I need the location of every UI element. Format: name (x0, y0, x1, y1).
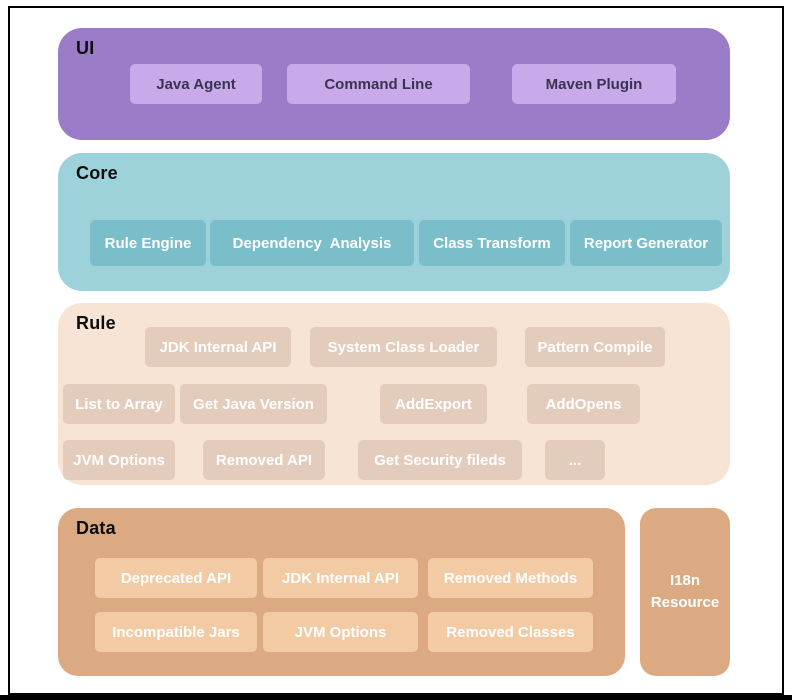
rule-item-addexport: AddExport (380, 384, 487, 424)
data-item-jvm-options: JVM Options (263, 612, 418, 652)
i18n-resource-line1: I18n (669, 572, 700, 590)
bottom-edge-line (0, 695, 792, 700)
rule-item-get-security-fileds: Get Security fileds (358, 440, 522, 480)
core-layer: Core Rule Engine Dependency Analysis Cla… (58, 153, 730, 291)
rule-item-list-to-array: List to Array (63, 384, 175, 424)
ui-item-maven-plugin: Maven Plugin (512, 64, 676, 104)
rule-item-addopens: AddOpens (527, 384, 640, 424)
data-item-deprecated-api: Deprecated API (95, 558, 257, 598)
rule-layer: Rule JDK Internal API System Class Loade… (58, 303, 730, 485)
ui-layer-title: UI (76, 38, 95, 58)
data-item-jdk-internal-api: JDK Internal API (263, 558, 418, 598)
core-item-report-generator: Report Generator (570, 220, 722, 266)
rule-item-removed-api: Removed API (203, 440, 325, 480)
data-item-removed-methods: Removed Methods (428, 558, 593, 598)
rule-item-jvm-options: JVM Options (63, 440, 175, 480)
data-item-incompatible-jars: Incompatible Jars (95, 612, 257, 652)
rule-item-ellipsis: ... (545, 440, 605, 480)
core-item-rule-engine: Rule Engine (90, 220, 206, 266)
ui-item-java-agent: Java Agent (130, 64, 262, 104)
i18n-resource-box: I18n Resource (640, 508, 730, 676)
core-layer-title: Core (76, 163, 118, 183)
data-item-removed-classes: Removed Classes (428, 612, 593, 652)
rule-item-pattern-compile: Pattern Compile (525, 327, 665, 367)
ui-layer: UI Java Agent Command Line Maven Plugin (58, 28, 730, 140)
outer-frame (8, 6, 784, 695)
core-item-dependency-analysis: Dependency Analysis (210, 220, 414, 266)
rule-item-system-class-loader: System Class Loader (310, 327, 497, 367)
core-item-class-transform: Class Transform (419, 220, 565, 266)
ui-item-command-line: Command Line (287, 64, 470, 104)
data-layer: Data Deprecated API JDK Internal API Rem… (58, 508, 625, 676)
rule-layer-title: Rule (76, 313, 116, 333)
i18n-resource-line2: Resource (650, 594, 720, 611)
rule-item-jdk-internal-api: JDK Internal API (145, 327, 291, 367)
data-layer-title: Data (76, 518, 116, 538)
rule-item-get-java-version: Get Java Version (180, 384, 327, 424)
